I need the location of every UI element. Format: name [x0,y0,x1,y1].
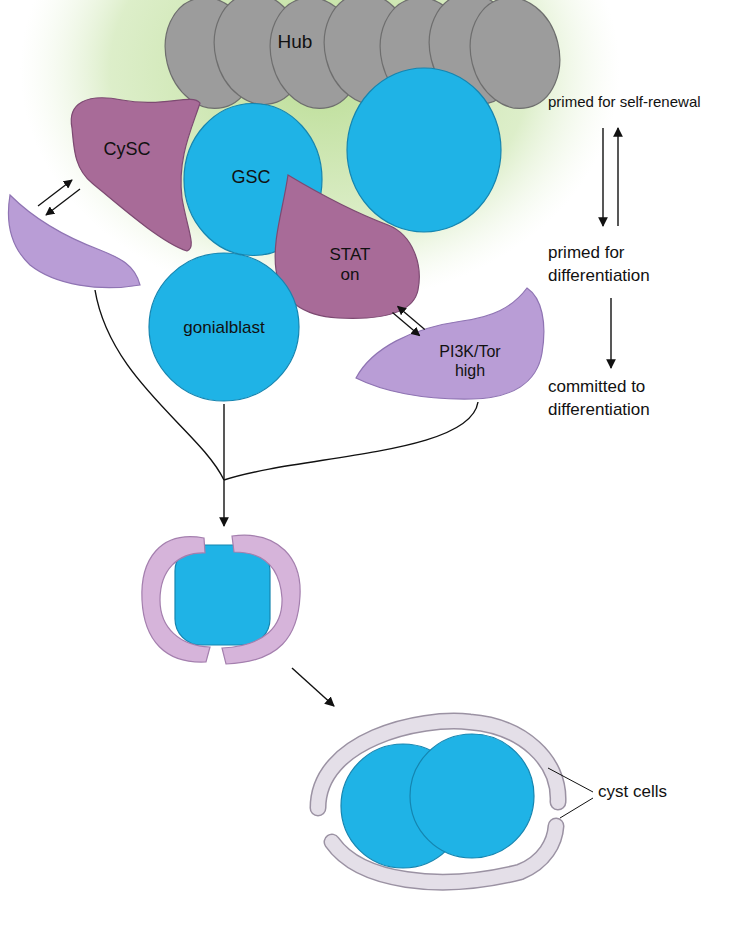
cell-type-label: cyst cells [598,781,718,804]
leader-line [560,798,593,818]
gonialblast-cell: gonialblast [148,252,300,402]
merge-line [223,404,224,480]
cell-label: Hub [255,31,335,54]
state-label: committed to differentiation [548,376,698,422]
committed-cyst [142,535,300,664]
cell-label: PI3K/Tor high [430,342,510,380]
cell-label: gonialblast [164,318,284,338]
cell-label: STAT on [325,245,375,286]
state-arrow [602,128,603,226]
cell-label: CySC [92,139,162,161]
transition-arrow [46,189,80,215]
state-arrow [610,298,611,368]
transition-arrow [38,180,72,206]
pi3k-tor-high-cell: PI3K/Tor high [352,283,547,401]
cell-outline [170,0,550,115]
cell-outline [352,283,547,401]
cyst-stem-cell: CySC [62,88,202,253]
leader-line [548,768,593,792]
hub-cluster: Hub [170,0,550,115]
transition-connector [393,306,425,335]
merge-line [224,402,478,480]
merge-arrow [223,480,224,526]
cell-outline [62,88,202,253]
state-label: primed for self-renewal [548,92,734,112]
cyst-progenitor-left [8,195,140,288]
progression-arrow [292,668,334,706]
cyst-pair [318,721,558,882]
state-arrow [617,128,618,226]
cell-label: GSC [216,167,286,189]
state-label: primed for differentiation [548,242,698,288]
